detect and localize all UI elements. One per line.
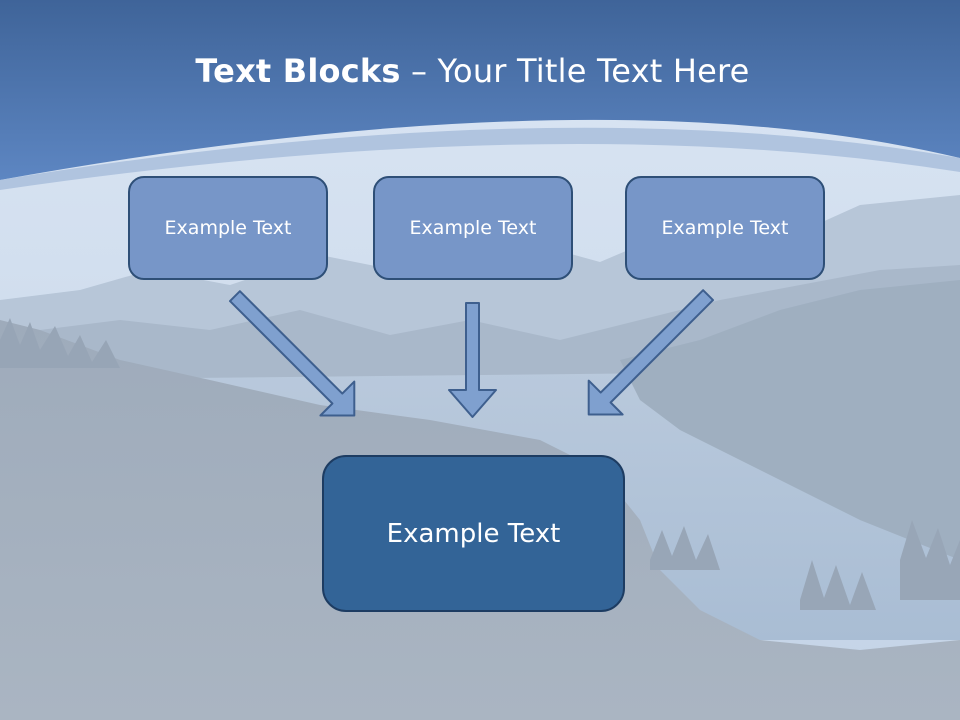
text-block-main-label: Example Text xyxy=(386,518,561,549)
text-block-right-label: Example Text xyxy=(661,217,789,239)
text-block-center[interactable]: Example Text xyxy=(373,176,573,280)
text-block-left-label: Example Text xyxy=(164,217,292,239)
slide-title: Text Blocks – Your Title Text Here xyxy=(0,52,945,90)
text-block-right[interactable]: Example Text xyxy=(625,176,825,280)
title-rest-part: – Your Title Text Here xyxy=(400,52,750,90)
text-block-main[interactable]: Example Text xyxy=(322,455,625,612)
text-block-center-label: Example Text xyxy=(409,217,537,239)
title-bold-part: Text Blocks xyxy=(195,52,401,90)
text-block-left[interactable]: Example Text xyxy=(128,176,328,280)
